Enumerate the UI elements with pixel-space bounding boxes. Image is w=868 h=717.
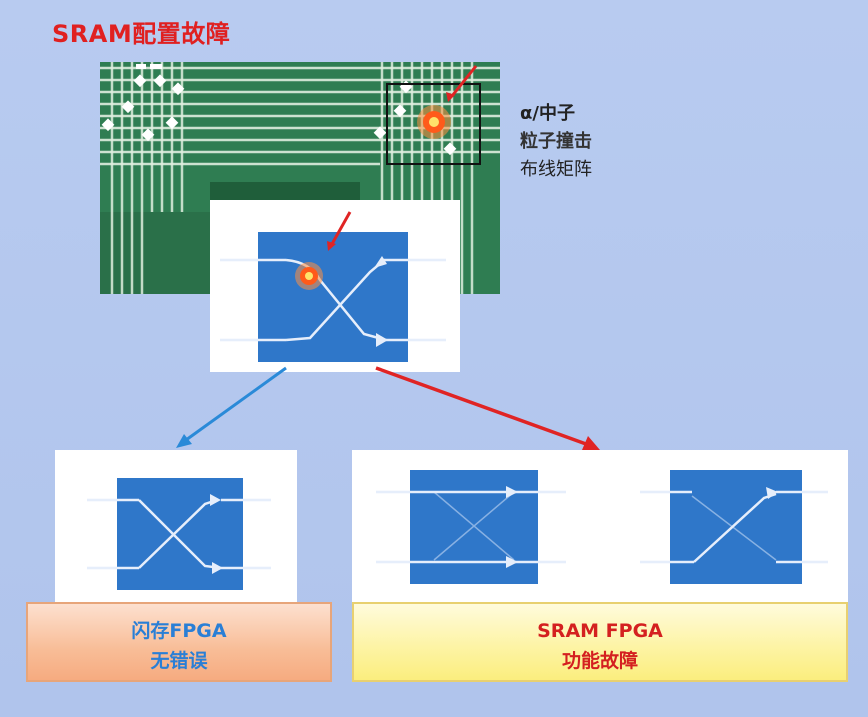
- sram-result-panel: [352, 450, 848, 602]
- flash-outcome-result: 无错误: [150, 650, 208, 672]
- flash-switch-graphic: [87, 478, 271, 590]
- sram-outcome-title: SRAM FPGA: [537, 620, 663, 642]
- routing-matrix-image: [100, 62, 500, 294]
- caption-line-3: 布线矩阵: [520, 159, 592, 180]
- sram-outcome-box: SRAM FPGA 功能故障: [352, 602, 848, 682]
- flash-result-panel: [55, 450, 297, 602]
- flash-outcome-box: 闪存FPGA 无错误: [26, 602, 332, 682]
- sram-outcome-result: 功能故障: [561, 650, 638, 672]
- sram-switch-graphic: [376, 470, 828, 584]
- caption-line-1: α/中子: [520, 103, 575, 124]
- page-title: SRAM配置故障: [52, 20, 231, 48]
- zoomed-switch-graphic: [220, 211, 446, 362]
- red-branch-arrow: [375, 366, 600, 450]
- flash-outcome-title: 闪存FPGA: [131, 620, 227, 642]
- routing-matrix-graphic: [100, 62, 500, 294]
- caption-line-2: 粒子撞击: [520, 131, 592, 152]
- chip-caption: α/中子 粒子撞击 布线矩阵: [520, 100, 630, 184]
- zoomed-switch-panel: [210, 200, 460, 372]
- blue-branch-arrow: [176, 366, 287, 448]
